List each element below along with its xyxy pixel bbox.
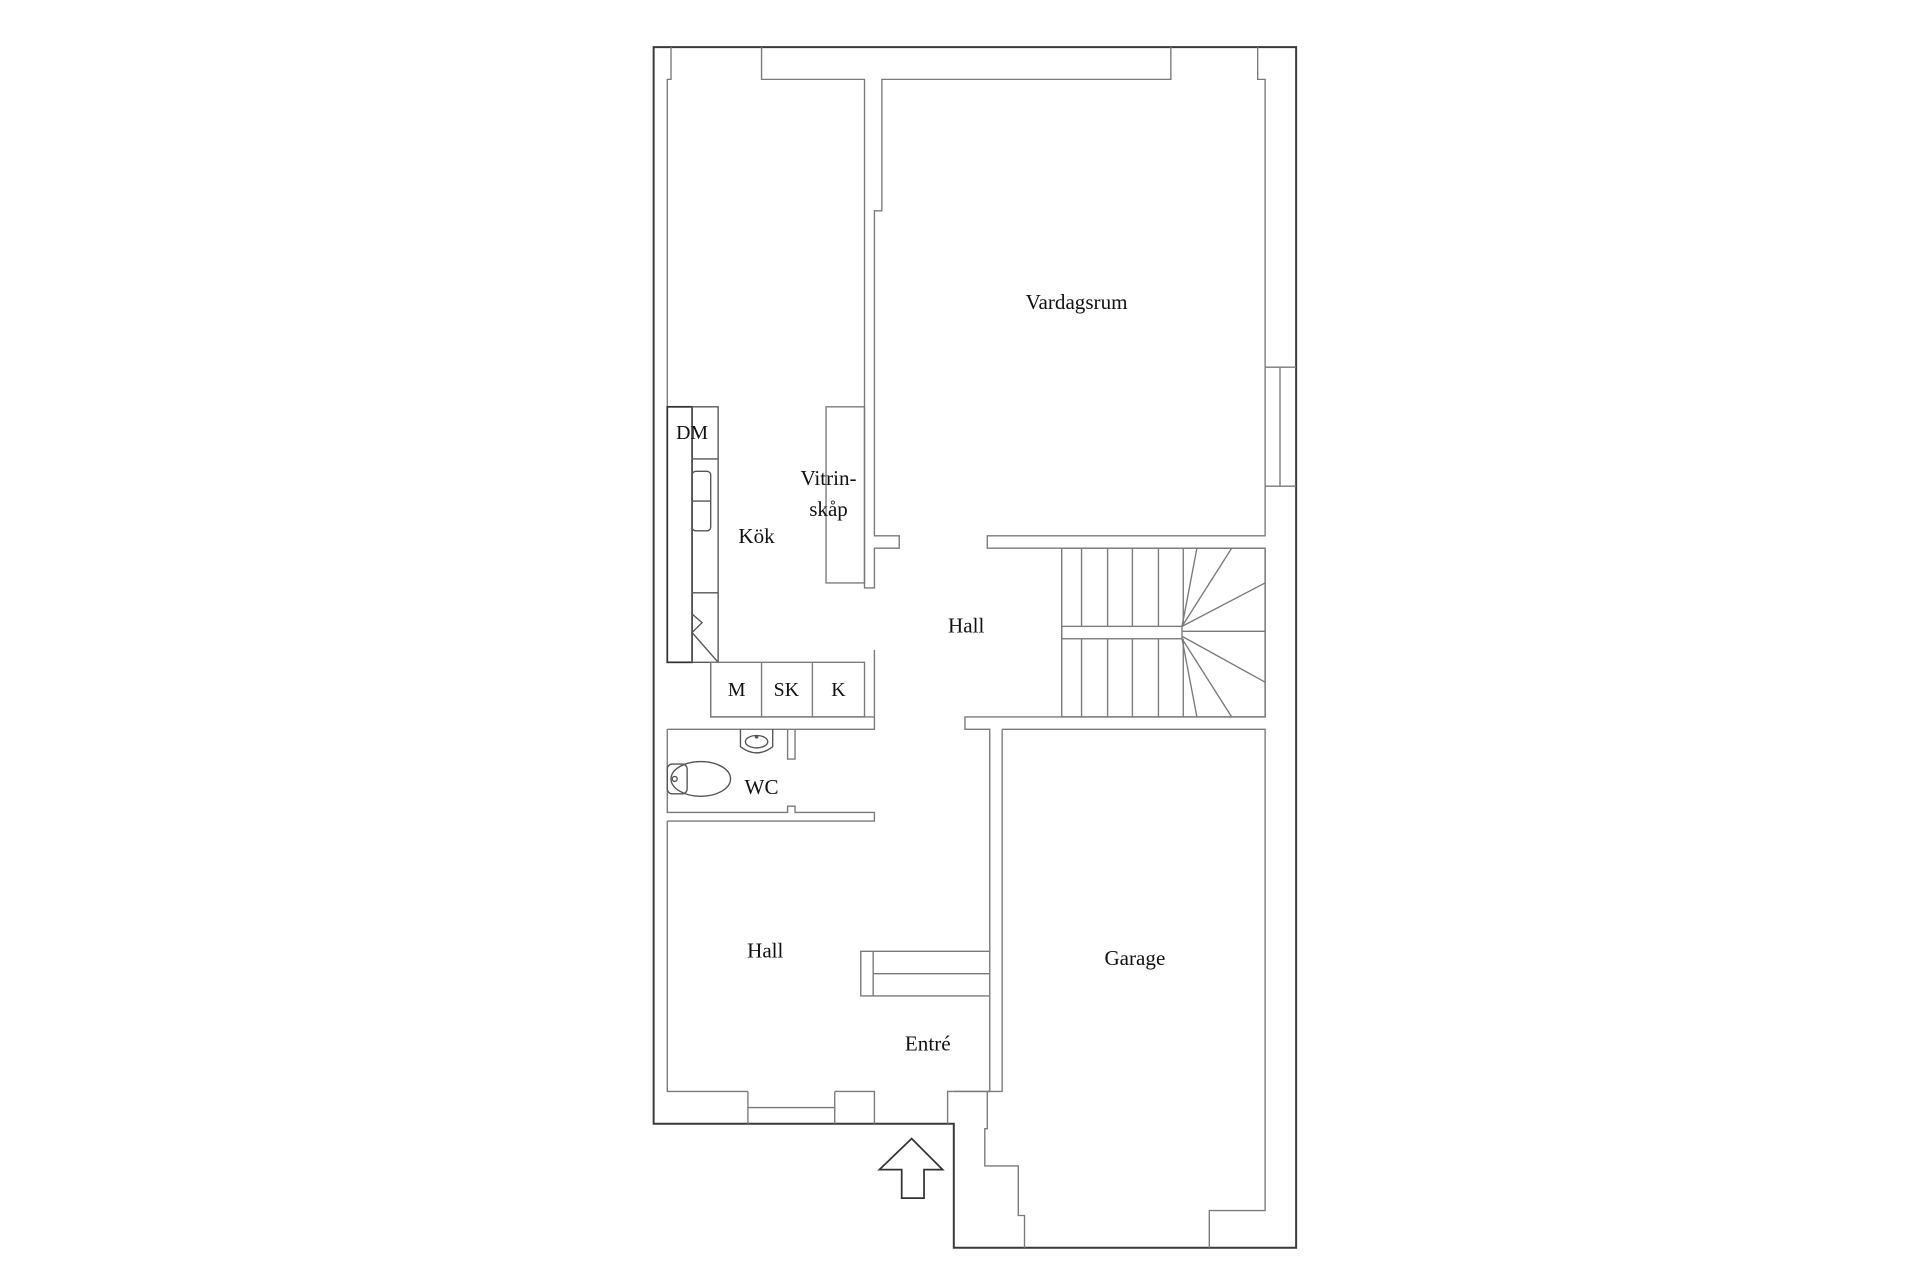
- room-label-vardagsrum: Vardagsrum: [1026, 290, 1128, 314]
- room-label-hall-lower: Hall: [747, 939, 783, 963]
- toilet-icon: [666, 760, 732, 797]
- outer-walls: [652, 46, 1298, 1249]
- label-vitrinskap-line2: skåp: [809, 497, 848, 521]
- room-label-hall-upper: Hall: [948, 614, 984, 638]
- vitrinskap-cabinet: [825, 406, 866, 584]
- room-label-wc: WC: [745, 775, 779, 799]
- label-vitrinskap-line1: Vitrin-: [800, 466, 856, 490]
- room-label-garage: Garage: [1104, 946, 1165, 970]
- sink-icon: [739, 729, 774, 754]
- fixture-label-dm: DM: [676, 422, 708, 444]
- staircase: [1061, 547, 1266, 718]
- appliance-row: [710, 661, 866, 718]
- kitchen-counter: [666, 405, 719, 664]
- fixture-label-k: K: [831, 679, 846, 701]
- fixture-label-m: M: [728, 679, 746, 701]
- room-label-entre: Entré: [905, 1032, 951, 1056]
- entrance-arrow-icon: [877, 1137, 945, 1200]
- room-label-kok: Kök: [738, 524, 775, 548]
- fixture-label-sk: SK: [774, 679, 800, 701]
